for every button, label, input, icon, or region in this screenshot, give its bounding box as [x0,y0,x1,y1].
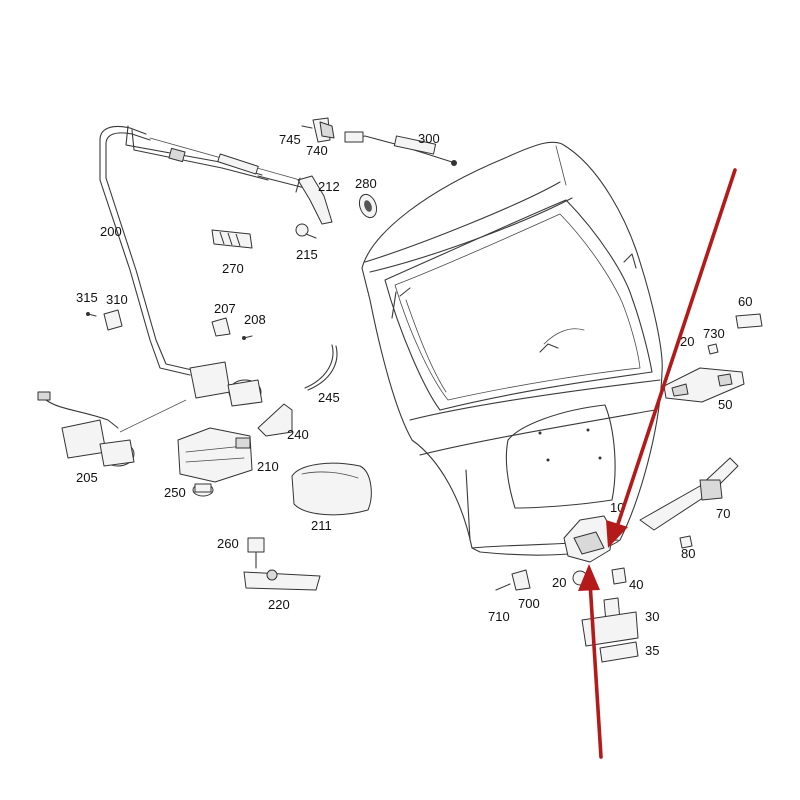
callout-60: 60 [738,294,752,309]
pull-cable-300 [344,131,457,166]
grommet-250 [192,483,214,497]
callout-210: 210 [257,459,279,474]
callout-20-lower: 20 [552,575,566,590]
callout-315: 315 [76,290,98,305]
grommet-280 [358,193,378,219]
red-arrow-upper [606,168,737,548]
callout-270: 270 [222,261,244,276]
lock-module [563,515,613,563]
clip-207 [211,317,253,340]
fastener-310 [86,309,123,331]
hose-line-assembly [99,125,310,376]
striker-30 [581,597,639,647]
callout-30: 30 [645,609,659,624]
callout-labels: 745 740 300 212 280 200 215 270 315 310 … [76,131,752,658]
connector-270 [211,229,253,249]
callout-240: 240 [287,427,309,442]
callout-280: 280 [355,176,377,191]
bolt-215 [295,223,317,239]
bracket-50 [663,367,745,403]
plate-220 [243,569,321,591]
cover-pad-211 [291,462,372,516]
bracket-240 [257,403,293,437]
callout-211: 211 [311,518,332,533]
callout-730: 730 [703,326,725,341]
callout-207: 207 [214,301,236,316]
callout-200: 200 [100,224,122,239]
callout-20-upper: 20 [680,334,694,349]
callout-212: 212 [318,179,340,194]
callout-50: 50 [718,397,732,412]
callout-80: 80 [681,546,695,561]
tailgate-panel [361,141,663,556]
clip-740 [301,117,335,143]
callout-310: 310 [106,292,128,307]
callout-260: 260 [217,536,239,551]
callout-70: 70 [716,506,730,521]
screw-730 [707,343,719,355]
callout-710: 710 [488,609,510,624]
callout-215: 215 [296,247,318,262]
red-arrow-lower [578,564,603,759]
callout-208: 208 [244,312,266,327]
control-unit-210 [177,427,253,483]
callout-220: 220 [268,597,290,612]
bracket-212 [295,175,333,225]
cable-end-700 [495,569,531,591]
screw-80 [679,535,693,549]
callout-35: 35 [645,643,659,658]
bolt-260 [247,537,265,569]
callout-40: 40 [629,577,643,592]
callout-300: 300 [418,131,440,146]
plate-35 [599,641,639,663]
motor-205 [37,391,135,467]
callout-700: 700 [518,596,540,611]
callout-250: 250 [164,485,186,500]
screw-40 [611,567,627,585]
trim-strip-245 [304,344,338,391]
callout-245: 245 [318,390,340,405]
callout-740: 740 [306,143,328,158]
drive-unit [119,361,263,433]
clip-60 [735,313,763,329]
bracket-70 [639,457,739,531]
callout-745: 745 [279,132,301,147]
callout-205: 205 [76,470,98,485]
